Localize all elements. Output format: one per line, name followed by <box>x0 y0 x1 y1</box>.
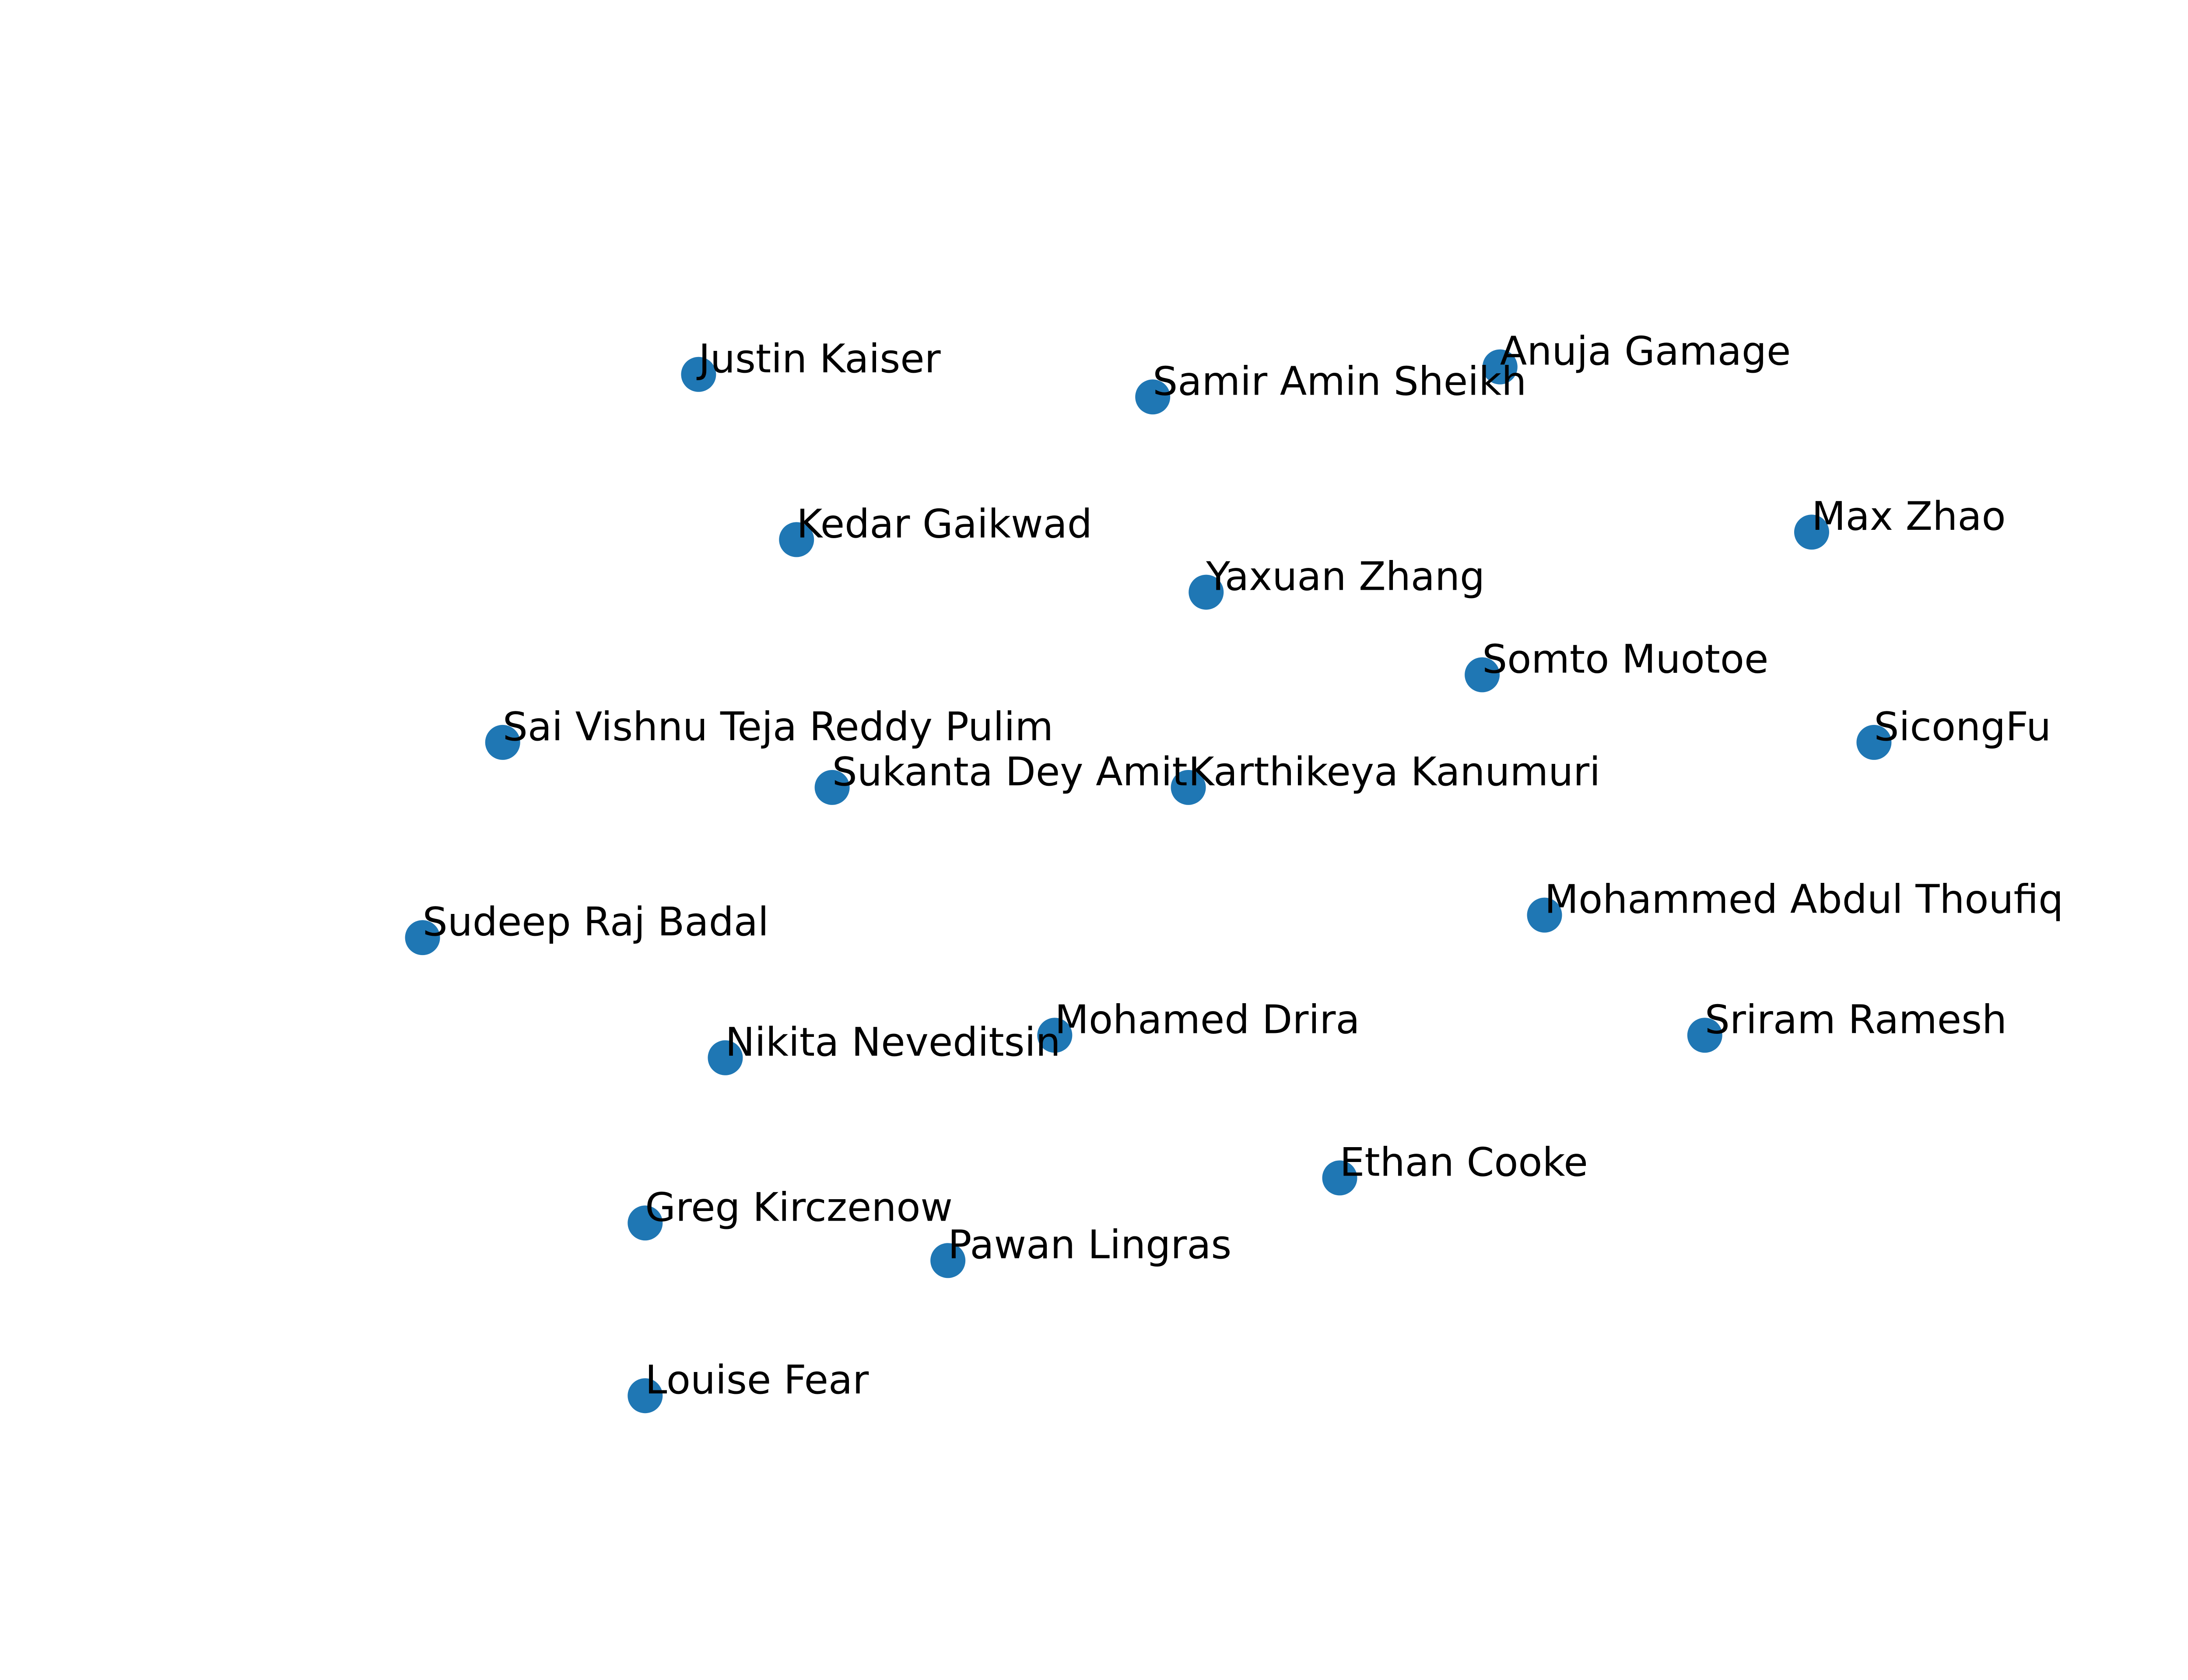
label-yaxuan-zhang: Yaxuan Zhang <box>1206 554 1485 600</box>
point-yaxuan-zhang <box>1189 574 1224 610</box>
point-sriram-ramesh <box>1687 1018 1722 1053</box>
label-mohamed-drira: Mohamed Drira <box>1055 997 1360 1043</box>
point-kedar-gaikwad <box>779 522 814 557</box>
label-karthikeya-kanumuri: Karthikeya Kanumuri <box>1189 749 1601 795</box>
label-sudeep-raj-badal: Sudeep Raj Badal <box>423 899 769 945</box>
label-sai-vishnu-teja-reddy-pulim: Sai Vishnu Teja Reddy Pulim <box>503 704 1053 750</box>
label-kedar-gaikwad: Kedar Gaikwad <box>796 501 1092 547</box>
label-nikita-neveditsin: Nikita Neveditsin <box>725 1019 1060 1065</box>
label-greg-kirczenow: Greg Kirczenow <box>645 1184 953 1230</box>
label-somto-muotoe: Somto Muotoe <box>1482 636 1768 682</box>
label-samir-amin-sheikh: Samir Amin Sheikh <box>1153 358 1526 404</box>
label-ethan-cooke: Ethan Cooke <box>1339 1139 1588 1185</box>
point-sudeep-raj-badal <box>405 920 440 956</box>
point-somto-muotoe <box>1465 657 1500 693</box>
point-nikita-neveditsin <box>708 1040 743 1075</box>
label-anuja-gamage: Anuja Gamage <box>1500 329 1791 374</box>
point-pawan-lingras <box>930 1243 966 1278</box>
point-samir-amin-sheikh <box>1135 379 1171 415</box>
point-greg-kirczenow <box>628 1205 663 1241</box>
point-max-zhao <box>1794 514 1829 550</box>
label-sukanta-dey-amit: Sukanta Dey Amit <box>832 749 1188 795</box>
label-max-zhao: Max Zhao <box>1812 494 2006 539</box>
point-anuja-gamage <box>1482 349 1518 385</box>
label-mohammed-abdul-thoufiq: Mohammed Abdul Thoufiq <box>1545 877 2064 923</box>
point-sai-vishnu-teja-reddy-pulim <box>485 724 520 760</box>
label-sicongfu: SicongFu <box>1874 704 2051 750</box>
label-sriram-ramesh: Sriram Ramesh <box>1705 997 2007 1043</box>
label-louise-fear: Louise Fear <box>645 1357 869 1403</box>
point-ethan-cooke <box>1322 1160 1357 1196</box>
point-sicongfu <box>1856 724 1892 760</box>
point-karthikeya-kanumuri <box>1171 770 1206 805</box>
label-pawan-lingras: Pawan Lingras <box>948 1222 1231 1268</box>
point-louise-fear <box>628 1378 663 1414</box>
point-sukanta-dey-amit <box>814 770 850 805</box>
label-justin-kaiser: Justin Kaiser <box>696 336 940 382</box>
point-mohammed-abdul-thoufiq <box>1527 897 1562 933</box>
point-justin-kaiser <box>681 357 716 392</box>
point-mohamed-drira <box>1037 1018 1073 1053</box>
scatter-points <box>405 349 1892 1414</box>
